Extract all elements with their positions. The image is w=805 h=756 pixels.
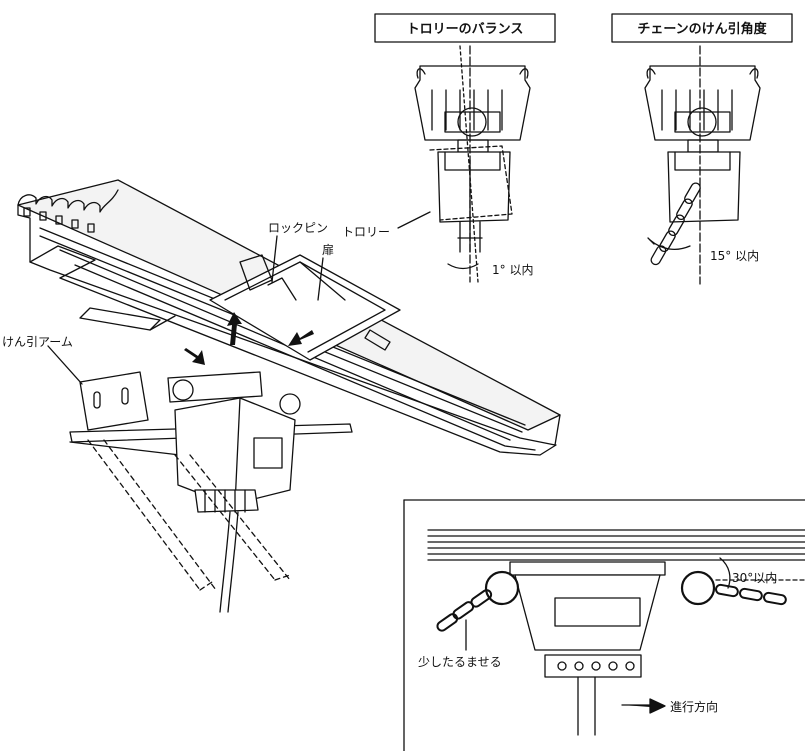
slack-label: 少したるませる (418, 655, 502, 669)
arm-leader-line (47, 345, 83, 385)
trolley-balance-figure (374, 13, 556, 283)
trolley-carriage (209, 235, 401, 361)
door-label: 扉 (322, 243, 334, 257)
lock-pin-label: ロックピン (268, 221, 328, 235)
angle-1-label: 1° 以内 (492, 263, 533, 277)
towing-arm-label: けん引アーム (2, 335, 73, 349)
angle-30-label: 30°以内 (732, 571, 777, 585)
chain-angle-figure (611, 13, 793, 285)
trolley-balance-title: トロリーのバランス (407, 22, 524, 37)
direction-arrow-icon (621, 698, 666, 714)
angle-15-label: 15° 以内 (710, 249, 759, 263)
chain-angle-title: チェーンのけん引角度 (637, 21, 767, 37)
dashed-guides (87, 439, 291, 591)
chain-slack-inset (403, 499, 805, 752)
direction-label: 進行方向 (670, 699, 718, 714)
trolley-label: トロリー (342, 225, 390, 239)
towing-arm-assembly (69, 371, 353, 613)
motion-arrows (184, 312, 314, 365)
